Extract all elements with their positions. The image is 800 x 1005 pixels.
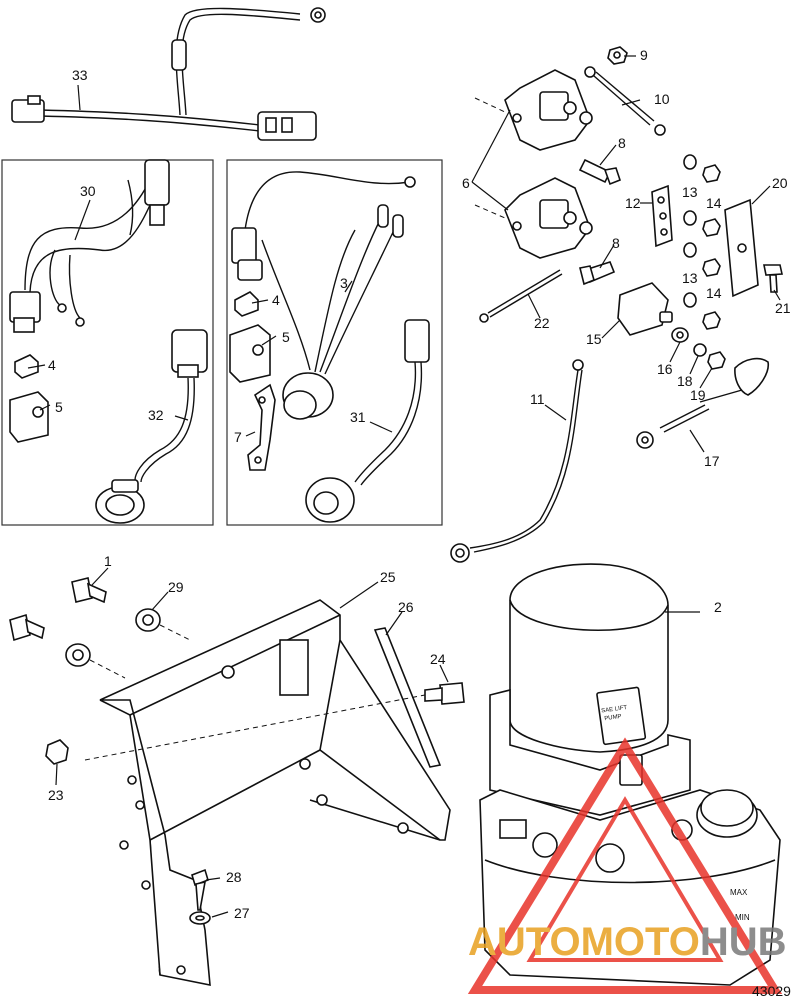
callout-29: 29: [168, 579, 184, 595]
lead-22: [479, 269, 563, 323]
callout-12: 12: [625, 195, 641, 211]
callout-9: 9: [640, 47, 648, 63]
harness-30: [9, 159, 170, 333]
callout-21: 21: [775, 300, 791, 316]
callout-28: 28: [226, 869, 242, 885]
callout-22: 22: [534, 315, 550, 331]
pad-26: [373, 627, 442, 768]
bolt-8-lower: [579, 261, 616, 286]
callout-8-upper: 8: [618, 135, 626, 151]
screw-21: [763, 264, 783, 293]
reservoir-max-mark: MAX: [730, 888, 748, 897]
callout-33: 33: [72, 67, 88, 83]
callout-19: 19: [690, 387, 706, 403]
watermark-text-second: HUB: [700, 920, 787, 964]
callout-3: 3: [340, 275, 348, 291]
nut-23: [45, 739, 69, 765]
washer-29-second: [65, 643, 91, 667]
callout-16: 16: [657, 361, 673, 377]
callout-30: 30: [80, 183, 96, 199]
callout-7: 7: [234, 429, 242, 445]
harness-panel-left: [1, 159, 214, 526]
callout-13-lower: 13: [682, 270, 698, 286]
circuit-breaker-15: [617, 282, 673, 336]
watermark-text-first: AUTOMOTO: [468, 920, 700, 964]
callout-13-upper: 13: [682, 184, 698, 200]
callout-10: 10: [654, 91, 670, 107]
callout-14-lower: 14: [706, 285, 722, 301]
washer-18-nut-19: [693, 343, 726, 370]
callout-5-middle: 5: [282, 329, 290, 345]
callout-25: 25: [380, 569, 396, 585]
plate-12: [651, 184, 673, 248]
cable-17: [636, 357, 770, 449]
fuse-4-middle: [234, 291, 259, 317]
harness-3: [231, 171, 416, 420]
fuse-holder-5-left: [9, 391, 49, 443]
cover-20: [724, 198, 759, 298]
bolt-1: [71, 577, 107, 604]
solenoid-6-lower: [504, 177, 593, 259]
callout-17: 17: [704, 453, 720, 469]
callout-6: 6: [462, 175, 470, 191]
callout-8-lower: 8: [612, 235, 620, 251]
watermark-logo: AUTOMOTOHUB: [467, 737, 787, 994]
fuse-holder-5-middle: [229, 324, 271, 383]
screw-28: [191, 868, 209, 911]
harness-panel-middle: [226, 159, 443, 526]
leader-lines: [27, 55, 781, 918]
fuse-4-left: [14, 354, 39, 379]
callout-20: 20: [772, 175, 788, 191]
callout-4-middle: 4: [272, 292, 280, 308]
nut-9: [607, 46, 628, 65]
bolt-1-second: [9, 613, 45, 642]
callout-18: 18: [677, 373, 693, 389]
harness-31: [305, 319, 430, 523]
callout-23: 23: [48, 787, 64, 803]
callout-26: 26: [398, 599, 414, 615]
callout-5-left: 5: [55, 399, 63, 415]
pump-label: SAE LIFT PUMP: [601, 705, 630, 723]
callout-14-upper: 14: [706, 195, 722, 211]
solenoid-6-upper: [504, 69, 593, 151]
clip-7: [247, 383, 276, 471]
callout-15: 15: [586, 331, 602, 347]
callout-27: 27: [234, 905, 250, 921]
bolt-8-upper: [578, 158, 621, 186]
bracket-25: [99, 599, 451, 986]
bolt-24: [424, 682, 465, 705]
washers-13-14: [683, 154, 721, 330]
callout-32: 32: [148, 407, 164, 423]
callout-24: 24: [430, 651, 446, 667]
figure-number: 43029: [752, 983, 791, 999]
reservoir-min-mark: MIN: [735, 913, 750, 922]
harness-32: [95, 329, 208, 524]
callout-11: 11: [530, 391, 545, 407]
callout-1: 1: [104, 553, 112, 569]
washer-29: [135, 608, 161, 632]
washer-16: [671, 327, 689, 343]
callout-4-left: 4: [48, 357, 56, 373]
svg-text:AUTOMOTOHUB: AUTOMOTOHUB: [468, 920, 787, 964]
callout-2: 2: [714, 599, 722, 615]
callout-31: 31: [350, 409, 366, 425]
lead-10: [584, 66, 666, 136]
wiring-harness-33: [11, 7, 326, 141]
lead-11: [450, 359, 584, 563]
washer-27: [189, 911, 211, 925]
